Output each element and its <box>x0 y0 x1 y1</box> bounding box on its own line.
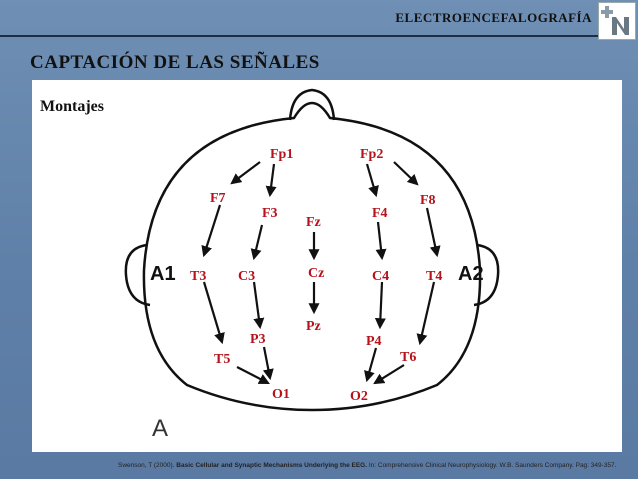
arrow-t4-t6 <box>416 281 436 346</box>
arrow-t6-o2 <box>373 364 405 385</box>
electrode-label-a2: A2 <box>458 263 484 285</box>
arrow-p3-o1 <box>262 346 274 381</box>
arrow-f7-t3 <box>201 204 222 258</box>
section-title: CAPTACIÓN DE LAS SEÑALES <box>30 52 320 73</box>
electrode-label-fp1: Fp1 <box>270 147 293 162</box>
arrow-f4-c4 <box>375 221 387 261</box>
head-outline <box>142 101 482 412</box>
electrode-label-f3: F3 <box>262 206 278 221</box>
arrow-fp2-f4 <box>365 163 379 198</box>
nose-outline <box>288 88 336 121</box>
arrow-fp2-f8 <box>393 161 419 186</box>
electrode-label-o1: O1 <box>272 387 290 402</box>
electrode-label-t5: T5 <box>214 352 230 367</box>
figure-label: A <box>152 415 168 442</box>
arrow-fp1-f7 <box>230 161 261 185</box>
electrode-label-t6: T6 <box>400 350 416 365</box>
arrow-t5-o1 <box>236 366 270 385</box>
header-title: ELECTROENCEFALOGRAFÍA <box>395 10 592 25</box>
electrode-label-p3: P3 <box>250 332 266 347</box>
arrow-fp1-f3 <box>265 163 277 198</box>
arrow-f3-c3 <box>250 224 264 261</box>
arrow-t3-t5 <box>202 281 225 345</box>
arrow-c3-p3 <box>252 281 265 330</box>
logo-mark-icon <box>601 6 629 35</box>
panel-title: Montajes <box>40 98 104 115</box>
arrow-f8-t4 <box>425 207 441 258</box>
electrode-label-fp2: Fp2 <box>360 147 383 162</box>
citation-text-part2: In: Comprehensive Clinical Neurophysiolo… <box>367 462 617 469</box>
citation-text-part1: Swenson, T (2000). <box>118 462 177 469</box>
header-divider <box>0 35 600 37</box>
electrode-label-f7: F7 <box>210 191 226 206</box>
citation-footer: Swenson, T (2000). Basic Cellular and Sy… <box>118 462 616 469</box>
electrode-label-o2: O2 <box>350 389 368 404</box>
electrode-label-t3: T3 <box>190 269 206 284</box>
electrode-label-c3: C3 <box>238 269 255 284</box>
montage-panel: Montajes <box>32 80 622 452</box>
eeg-montage-diagram: Fp1 Fp2 F7 F3 Fz F4 F8 T3 C3 Cz C4 T4 P3… <box>124 88 500 442</box>
electrode-label-f8: F8 <box>420 193 436 208</box>
arrow-c4-p4 <box>374 281 386 330</box>
left-ear-outline <box>124 243 151 307</box>
electrode-label-pz: Pz <box>306 319 321 334</box>
electrode-label-cz: Cz <box>308 266 324 281</box>
electrode-label-fz: Fz <box>306 215 321 230</box>
arrow-p4-o2 <box>364 347 378 383</box>
logo <box>598 2 636 40</box>
top-bar: ELECTROENCEFALOGRAFÍA <box>0 0 638 44</box>
electrode-label-f4: F4 <box>372 206 388 221</box>
electrode-label-t4: T4 <box>426 269 442 284</box>
electrode-label-c4: C4 <box>372 269 389 284</box>
electrode-label-p4: P4 <box>366 334 382 349</box>
right-ear-outline <box>473 243 500 307</box>
electrode-label-a1: A1 <box>150 263 176 285</box>
citation-title: Basic Cellular and Synaptic Mechanisms U… <box>176 462 368 469</box>
